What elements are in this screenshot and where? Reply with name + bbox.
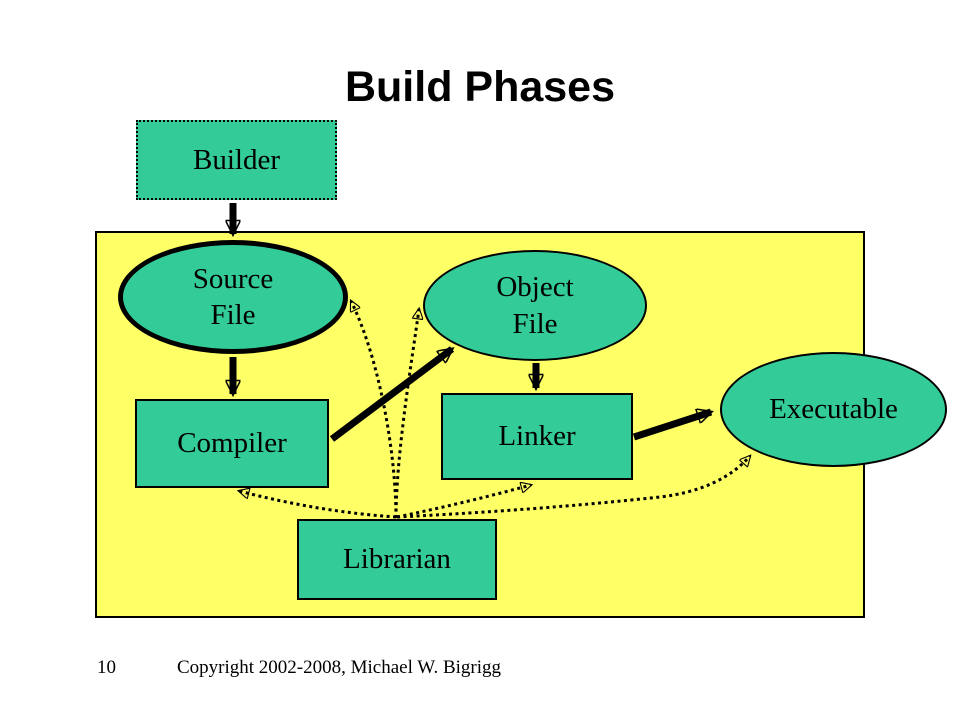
node-compiler: Compiler [135, 399, 329, 488]
node-source-file: Source File [118, 240, 348, 354]
node-source-file-label: Source File [192, 262, 274, 331]
node-compiler-label: Compiler [177, 427, 287, 460]
node-linker-label: Linker [498, 420, 576, 453]
node-object-file: Object File [423, 250, 647, 361]
node-executable-label: Executable [769, 393, 898, 426]
node-executable: Executable [720, 352, 947, 467]
node-linker: Linker [441, 393, 633, 480]
page-number: 10 [97, 657, 116, 678]
node-builder-label: Builder [193, 143, 280, 176]
node-librarian: Librarian [297, 519, 497, 600]
slide-title: Build Phases [344, 63, 616, 111]
node-object-file-label: Object File [496, 271, 574, 340]
node-builder: Builder [136, 120, 337, 200]
copyright-text: Copyright 2002-2008, Michael W. Bigrigg [177, 657, 502, 678]
node-librarian-label: Librarian [343, 543, 451, 576]
